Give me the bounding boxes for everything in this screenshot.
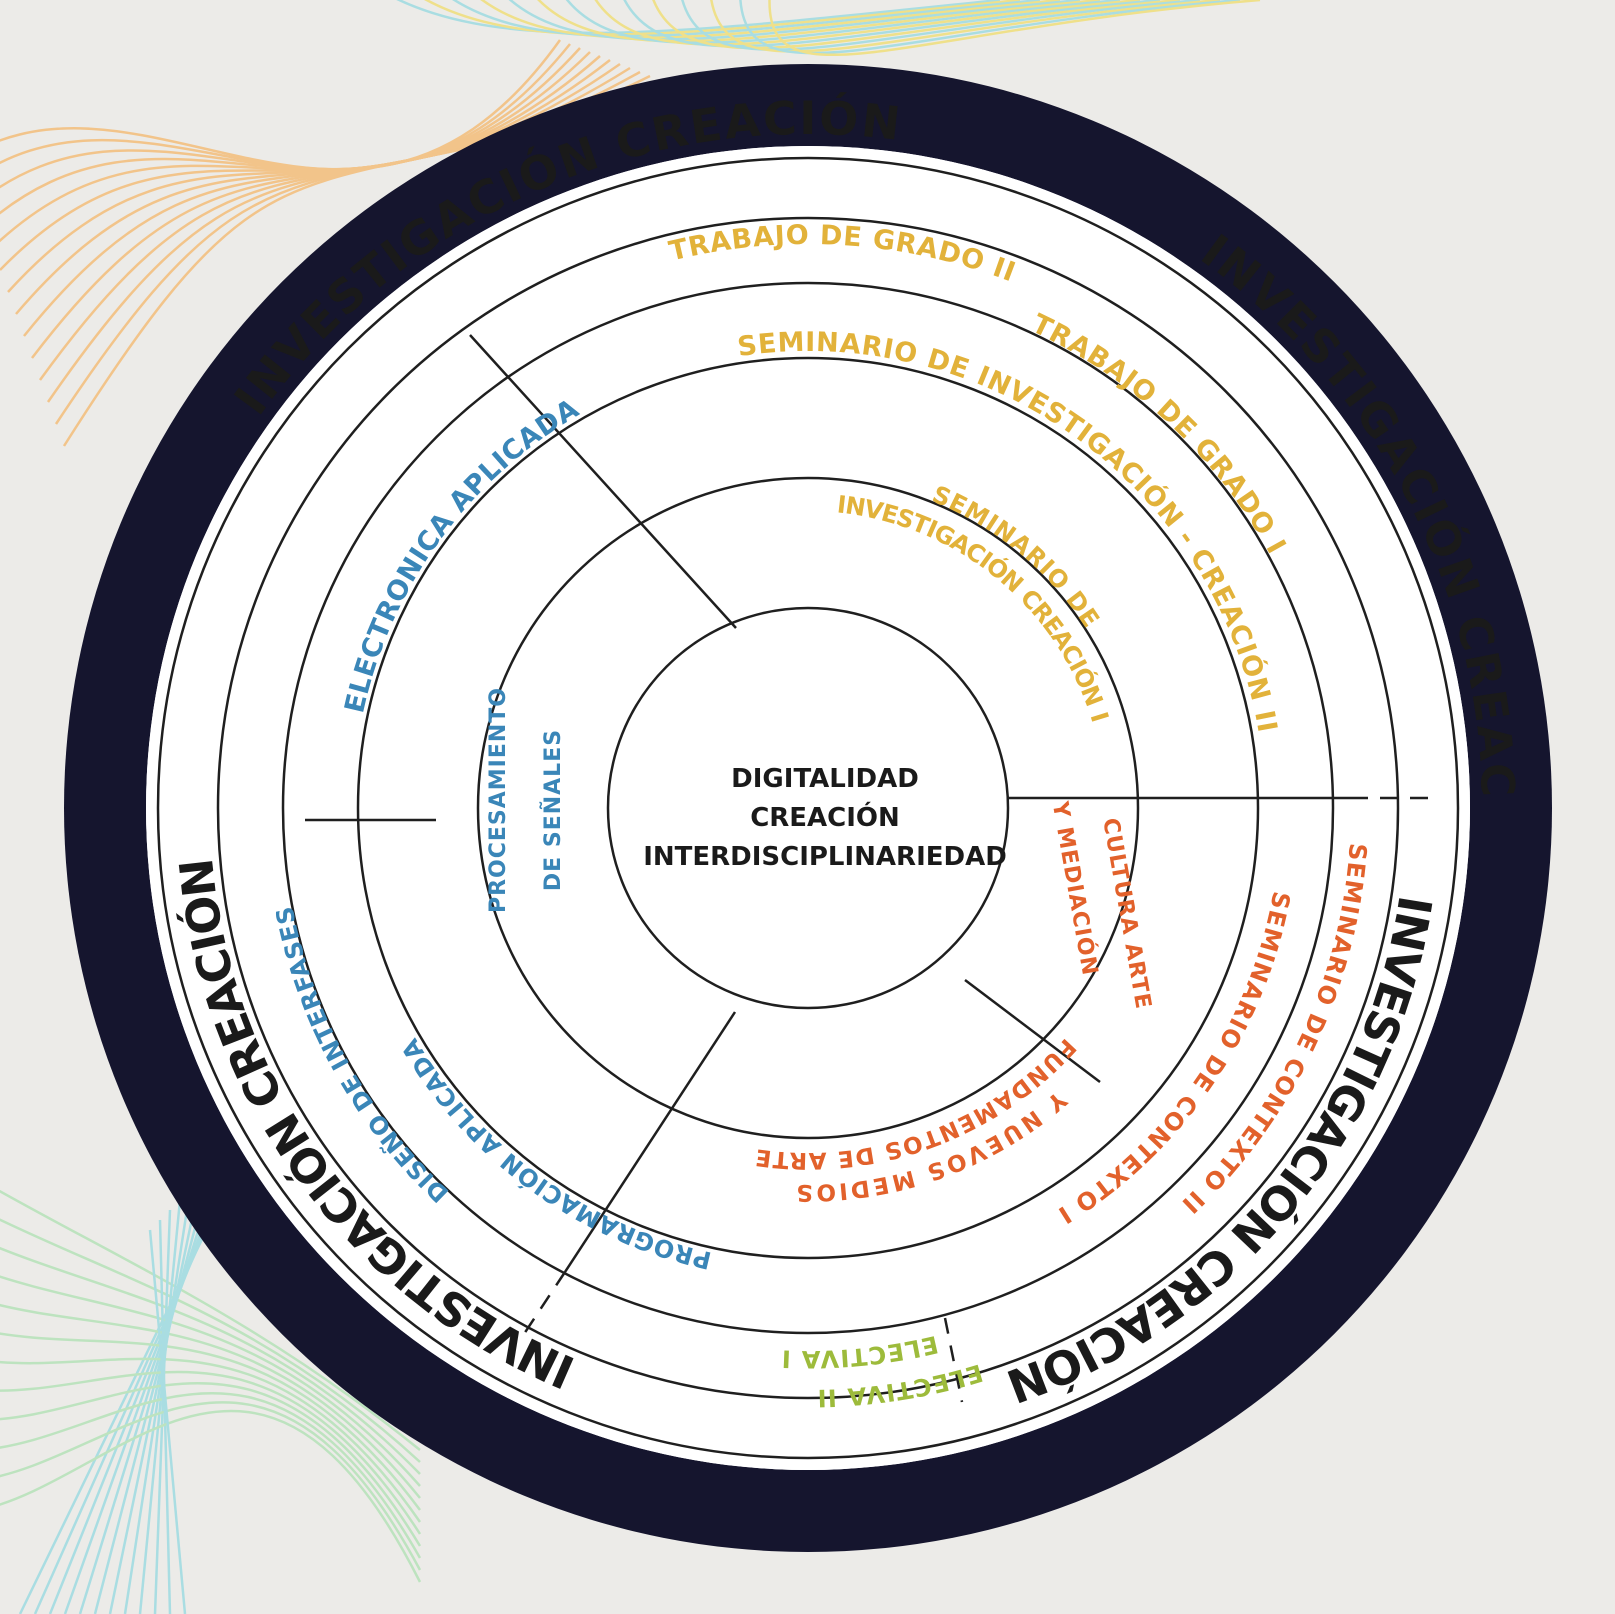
divider-lower-left-dashed [518, 1271, 567, 1341]
decorative-thread [739, 0, 1241, 55]
decorative-thread [623, 0, 1161, 48]
center-line-3: INTERDISCIPLINARIEDAD [643, 842, 1007, 872]
decorative-thread [0, 43, 571, 171]
decorative-thread [0, 39, 562, 171]
decorative-thread [508, 0, 1081, 41]
dividers [305, 334, 1428, 1403]
divider-lower-left [563, 1011, 737, 1273]
ring-4 [281, 281, 1335, 1335]
decorative-thread [0, 1401, 422, 1571]
decorative-thread [123, 1189, 192, 1614]
decorative-thread [681, 0, 1201, 51]
ring-3 [356, 356, 1260, 1260]
decorative-thread [0, 1409, 422, 1583]
decorative-thread [0, 1391, 422, 1559]
decorative-thread [158, 1219, 172, 1614]
ring-2 [476, 476, 1140, 1140]
ring-1-center [606, 606, 1010, 1010]
decorative-thread [0, 1303, 421, 1499]
frame-label-band [146, 146, 1470, 1470]
center-line-1: DIGITALIDAD [731, 764, 919, 794]
decorative-thread [0, 1382, 422, 1547]
decorative-thread [0, 1332, 422, 1511]
decorative-thread [0, 1357, 422, 1523]
decorative-thread [0, 59, 611, 271]
decorative-thread [0, 47, 581, 189]
decorative-thread [0, 1275, 421, 1487]
divider-lower-right [964, 979, 1101, 1083]
decorative-thread [0, 1246, 421, 1475]
ring-6 [156, 156, 1460, 1460]
decorative-thread [0, 1189, 421, 1451]
center-label: DIGITALIDAD CREACIÓN INTERDISCIPLINARIED… [643, 764, 1007, 872]
decorative-thread [148, 1229, 187, 1614]
decorative-thread [396, 0, 1001, 35]
decorative-thread [537, 0, 1101, 43]
decorative-thread [93, 1169, 212, 1614]
rings [156, 156, 1460, 1460]
divider-upper-left [469, 334, 737, 629]
decorative-thread [480, 0, 1061, 40]
decorative-thread [0, 1218, 421, 1463]
center-line-2: CREACIÓN [750, 801, 900, 833]
procesamiento-a: PROCESAMIENTO [486, 687, 511, 913]
procesamiento-b: DE SEÑALES [540, 729, 566, 891]
decorative-thread [0, 1370, 422, 1535]
decorative-thread [594, 0, 1141, 46]
decorative-thread [652, 0, 1181, 50]
ring-5 [216, 216, 1400, 1400]
decorative-thread [138, 1199, 182, 1614]
divider-bottom-dashed [943, 1317, 964, 1403]
decorative-thread [768, 0, 1261, 57]
decorative-thread [0, 51, 591, 215]
decorative-thread [108, 1179, 202, 1614]
decorative-thread [710, 0, 1221, 53]
decorative-thread [0, 55, 601, 243]
